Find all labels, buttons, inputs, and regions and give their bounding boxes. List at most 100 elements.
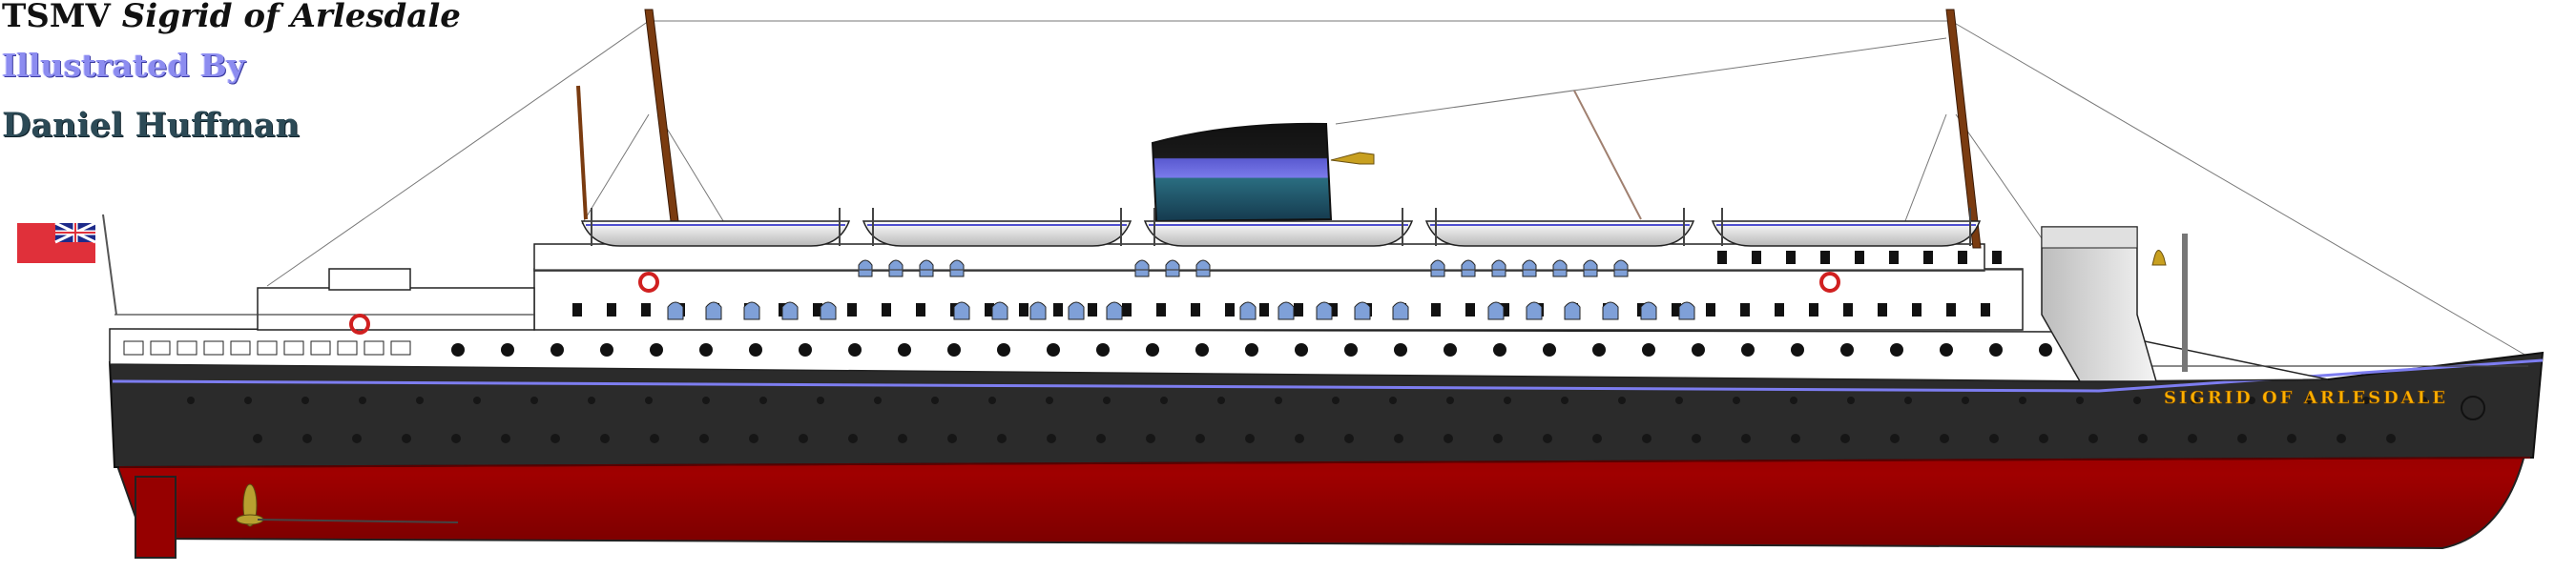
- aft-window: [177, 340, 197, 356]
- porthole: [402, 434, 411, 443]
- arched-window: [1461, 259, 1476, 277]
- arched-window: [1640, 301, 1657, 320]
- porthole: [1840, 343, 1854, 357]
- porthole: [2019, 397, 2026, 404]
- porthole: [1962, 397, 1969, 404]
- porthole: [1217, 397, 1225, 404]
- portholes-upper: [451, 343, 2052, 357]
- arched-window: [991, 301, 1008, 320]
- arched-window: [1392, 301, 1409, 320]
- illustrator-name: Daniel Huffman: [2, 106, 300, 145]
- deck-window: [1923, 251, 1933, 264]
- porthole: [2088, 434, 2098, 443]
- porthole: [645, 397, 653, 404]
- porthole: [848, 434, 858, 443]
- portholes-lower: [187, 397, 2427, 443]
- arched-window: [1564, 301, 1581, 320]
- deck-window: [1786, 251, 1796, 264]
- porthole: [187, 397, 195, 404]
- porthole: [1618, 397, 1626, 404]
- porthole: [1592, 434, 1602, 443]
- porthole: [244, 397, 252, 404]
- porthole: [931, 397, 939, 404]
- lifeboat: [1424, 220, 1695, 247]
- deck-window: [1500, 303, 1509, 317]
- porthole: [1493, 343, 1506, 357]
- porthole: [2248, 397, 2255, 404]
- porthole: [947, 434, 957, 443]
- porthole: [1195, 343, 1209, 357]
- deck-window: [572, 303, 582, 317]
- deck-window: [1431, 303, 1441, 317]
- arched-window: [705, 301, 722, 320]
- deck-window: [1992, 251, 2002, 264]
- porthole: [2076, 397, 2084, 404]
- arched-window: [919, 259, 934, 277]
- porthole: [2138, 434, 2148, 443]
- arched-window: [667, 301, 684, 320]
- lifeboat: [1711, 220, 1982, 247]
- porthole: [1096, 343, 1110, 357]
- arched-window: [1487, 301, 1505, 320]
- porthole: [1344, 434, 1354, 443]
- illustration-caption: TSMV Sigrid of Arlesdale Illustrated By …: [2, 0, 461, 142]
- aft-window: [310, 340, 331, 356]
- porthole: [1561, 397, 1568, 404]
- porthole: [898, 343, 911, 357]
- porthole: [1394, 434, 1403, 443]
- deck-window: [1843, 303, 1853, 317]
- aft-window: [150, 340, 171, 356]
- porthole: [551, 343, 564, 357]
- porthole: [1890, 343, 1903, 357]
- deck-window: [1191, 303, 1200, 317]
- porthole: [1146, 434, 1155, 443]
- arched-window: [1522, 259, 1537, 277]
- fore-mast: [1945, 9, 1982, 249]
- arched-window: [1195, 259, 1211, 277]
- horn-icon: [1330, 152, 1375, 165]
- porthole: [1592, 343, 1606, 357]
- deck-window: [1088, 303, 1097, 317]
- arched-window: [1106, 301, 1123, 320]
- deck-window: [1752, 251, 1761, 264]
- porthole: [359, 397, 366, 404]
- deck-window: [1706, 303, 1715, 317]
- porthole: [1245, 343, 1258, 357]
- arched-window: [1526, 301, 1543, 320]
- porthole: [1847, 397, 1855, 404]
- porthole: [1741, 434, 1751, 443]
- arched-window: [1068, 301, 1085, 320]
- aft-cabin: [328, 268, 411, 291]
- rudder: [135, 476, 177, 559]
- propeller-icon: [236, 483, 264, 527]
- porthole: [1692, 434, 1701, 443]
- deck-window: [1946, 303, 1956, 317]
- porthole: [1275, 397, 1282, 404]
- porthole: [600, 434, 610, 443]
- porthole: [473, 397, 481, 404]
- deck-window: [1156, 303, 1166, 317]
- deck-window: [1672, 303, 1681, 317]
- arched-window: [1678, 301, 1695, 320]
- porthole: [1446, 397, 1454, 404]
- aft-window: [283, 340, 304, 356]
- deck-window: [607, 303, 616, 317]
- porthole: [1989, 343, 2003, 357]
- arched-window: [1316, 301, 1333, 320]
- deck-window: [882, 303, 891, 317]
- lifeboat: [862, 220, 1132, 247]
- deck-windows: [123, 251, 2002, 356]
- propeller-shaft: [257, 519, 459, 523]
- arched-window: [781, 301, 799, 320]
- porthole: [817, 397, 824, 404]
- porthole: [874, 397, 882, 404]
- deck-window: [1889, 251, 1899, 264]
- porthole: [1047, 434, 1056, 443]
- porthole: [1394, 343, 1407, 357]
- porthole: [551, 434, 560, 443]
- porthole: [1791, 343, 1804, 357]
- porthole: [1890, 434, 1900, 443]
- porthole: [2305, 397, 2313, 404]
- arched-window: [743, 301, 760, 320]
